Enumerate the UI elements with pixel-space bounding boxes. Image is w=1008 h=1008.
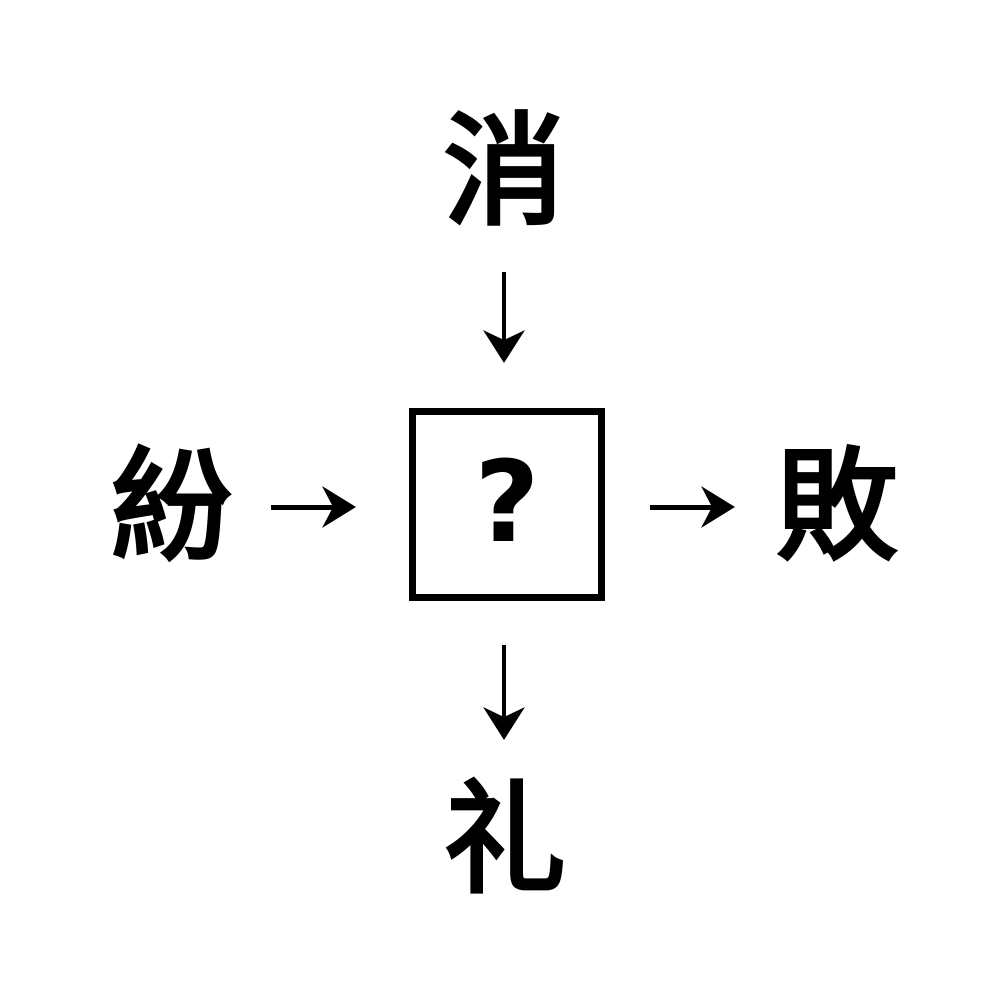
- kanji-bottom: 礼: [444, 769, 566, 911]
- answer-placeholder-question-mark: ?: [474, 437, 540, 568]
- arrow-right-box-to-right-icon: [643, 477, 741, 537]
- kanji-left: 紛: [111, 436, 233, 578]
- arrow-down-top-to-box-icon: [474, 272, 534, 364]
- arrow-down-box-to-bottom-icon: [474, 645, 534, 741]
- answer-box[interactable]: ?: [409, 408, 605, 601]
- kanji-right: 敗: [776, 436, 898, 578]
- arrow-right-left-to-box-icon: [264, 477, 362, 537]
- kanji-top: 消: [443, 101, 565, 243]
